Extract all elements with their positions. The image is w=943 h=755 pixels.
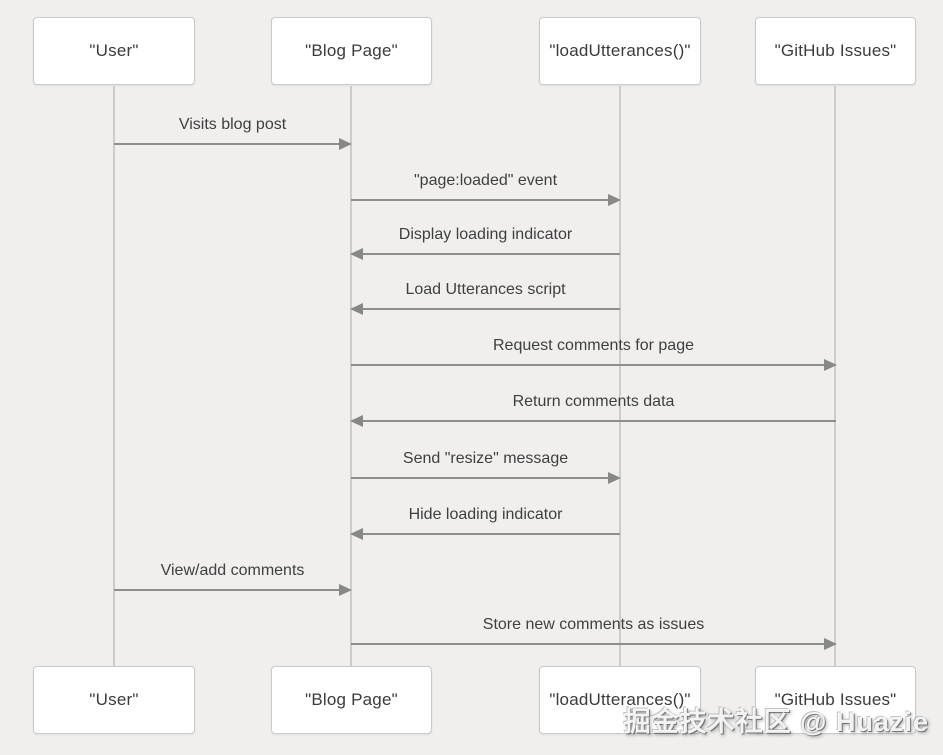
actor-box-github-issues-bottom: "GitHub Issues" bbox=[755, 666, 916, 734]
lifeline-blog-page bbox=[350, 86, 352, 667]
arrowhead-right-icon bbox=[339, 584, 352, 596]
actor-box-blog-page-bottom: "Blog Page" bbox=[271, 666, 432, 734]
actor-label-blog-page: "Blog Page" bbox=[305, 41, 398, 60]
lifeline-load-utterances bbox=[619, 86, 621, 667]
arrowhead-right-icon bbox=[824, 359, 837, 371]
actor-box-github-issues-top: "GitHub Issues" bbox=[755, 17, 916, 85]
arrow-line bbox=[362, 533, 620, 535]
message-label: "page:loaded" event bbox=[413, 172, 558, 189]
arrow-line bbox=[362, 420, 836, 422]
message-label: View/add comments bbox=[160, 562, 305, 579]
arrowhead-left-icon bbox=[350, 528, 363, 540]
arrowhead-left-icon bbox=[350, 415, 363, 427]
arrowhead-left-icon bbox=[350, 303, 363, 315]
actor-label-github-issues: "GitHub Issues" bbox=[774, 41, 897, 60]
lifeline-github-issues bbox=[834, 86, 836, 667]
actor-box-load-utterances-bottom: "loadUtterances()" bbox=[539, 666, 701, 734]
arrowhead-left-icon bbox=[350, 248, 363, 260]
actor-label-blog-page: "Blog Page" bbox=[305, 690, 398, 709]
message-visits-blog-post: Visits blog post bbox=[114, 116, 352, 150]
message-label: Load Utterances script bbox=[405, 281, 566, 298]
message-return-comments-data: Return comments data bbox=[350, 393, 836, 427]
message-label: Display loading indicator bbox=[398, 226, 573, 243]
actor-label-load-utterances: "loadUtterances()" bbox=[549, 690, 691, 709]
message-label: Request comments for page bbox=[493, 337, 694, 354]
lifeline-user bbox=[113, 86, 115, 667]
message-label: Send "resize" message bbox=[402, 450, 569, 467]
arrow-line bbox=[114, 143, 340, 145]
message-view-add-comments: View/add comments bbox=[114, 562, 352, 596]
message-label: Return comments data bbox=[512, 393, 675, 410]
actor-box-load-utterances-top: "loadUtterances()" bbox=[539, 17, 701, 85]
actor-label-load-utterances: "loadUtterances()" bbox=[549, 41, 691, 60]
arrowhead-right-icon bbox=[608, 472, 621, 484]
arrow-line bbox=[362, 253, 620, 255]
arrow-line bbox=[351, 643, 825, 645]
message-send-resize-message: Send "resize" message bbox=[351, 450, 621, 484]
arrowhead-right-icon bbox=[824, 638, 837, 650]
message-request-comments-for-page: Request comments for page bbox=[351, 337, 837, 371]
watermark: 掘金技术社区 @ Huazie bbox=[623, 707, 929, 737]
actor-box-user-top: "User" bbox=[33, 17, 195, 85]
arrow-line bbox=[362, 308, 620, 310]
arrowhead-right-icon bbox=[608, 194, 621, 206]
actor-box-blog-page-top: "Blog Page" bbox=[271, 17, 432, 85]
actor-box-user-bottom: "User" bbox=[33, 666, 195, 734]
message-hide-loading-indicator: Hide loading indicator bbox=[350, 506, 620, 540]
message-display-loading-indicator: Display loading indicator bbox=[350, 226, 620, 260]
actor-label-user: "User" bbox=[89, 41, 139, 60]
arrowhead-right-icon bbox=[339, 138, 352, 150]
message-store-new-comments-as-issues: Store new comments as issues bbox=[351, 616, 837, 650]
actor-label-user: "User" bbox=[89, 690, 139, 709]
arrow-line bbox=[114, 589, 340, 591]
message-label: Store new comments as issues bbox=[482, 616, 705, 633]
actor-label-github-issues: "GitHub Issues" bbox=[774, 690, 897, 709]
message-label: Hide loading indicator bbox=[408, 506, 563, 523]
arrow-line bbox=[351, 477, 609, 479]
message-label: Visits blog post bbox=[178, 116, 287, 133]
message-load-utterances-script: Load Utterances script bbox=[350, 281, 620, 315]
arrow-line bbox=[351, 364, 825, 366]
arrow-line bbox=[351, 199, 609, 201]
message-page-loaded-event: "page:loaded" event bbox=[351, 172, 621, 206]
